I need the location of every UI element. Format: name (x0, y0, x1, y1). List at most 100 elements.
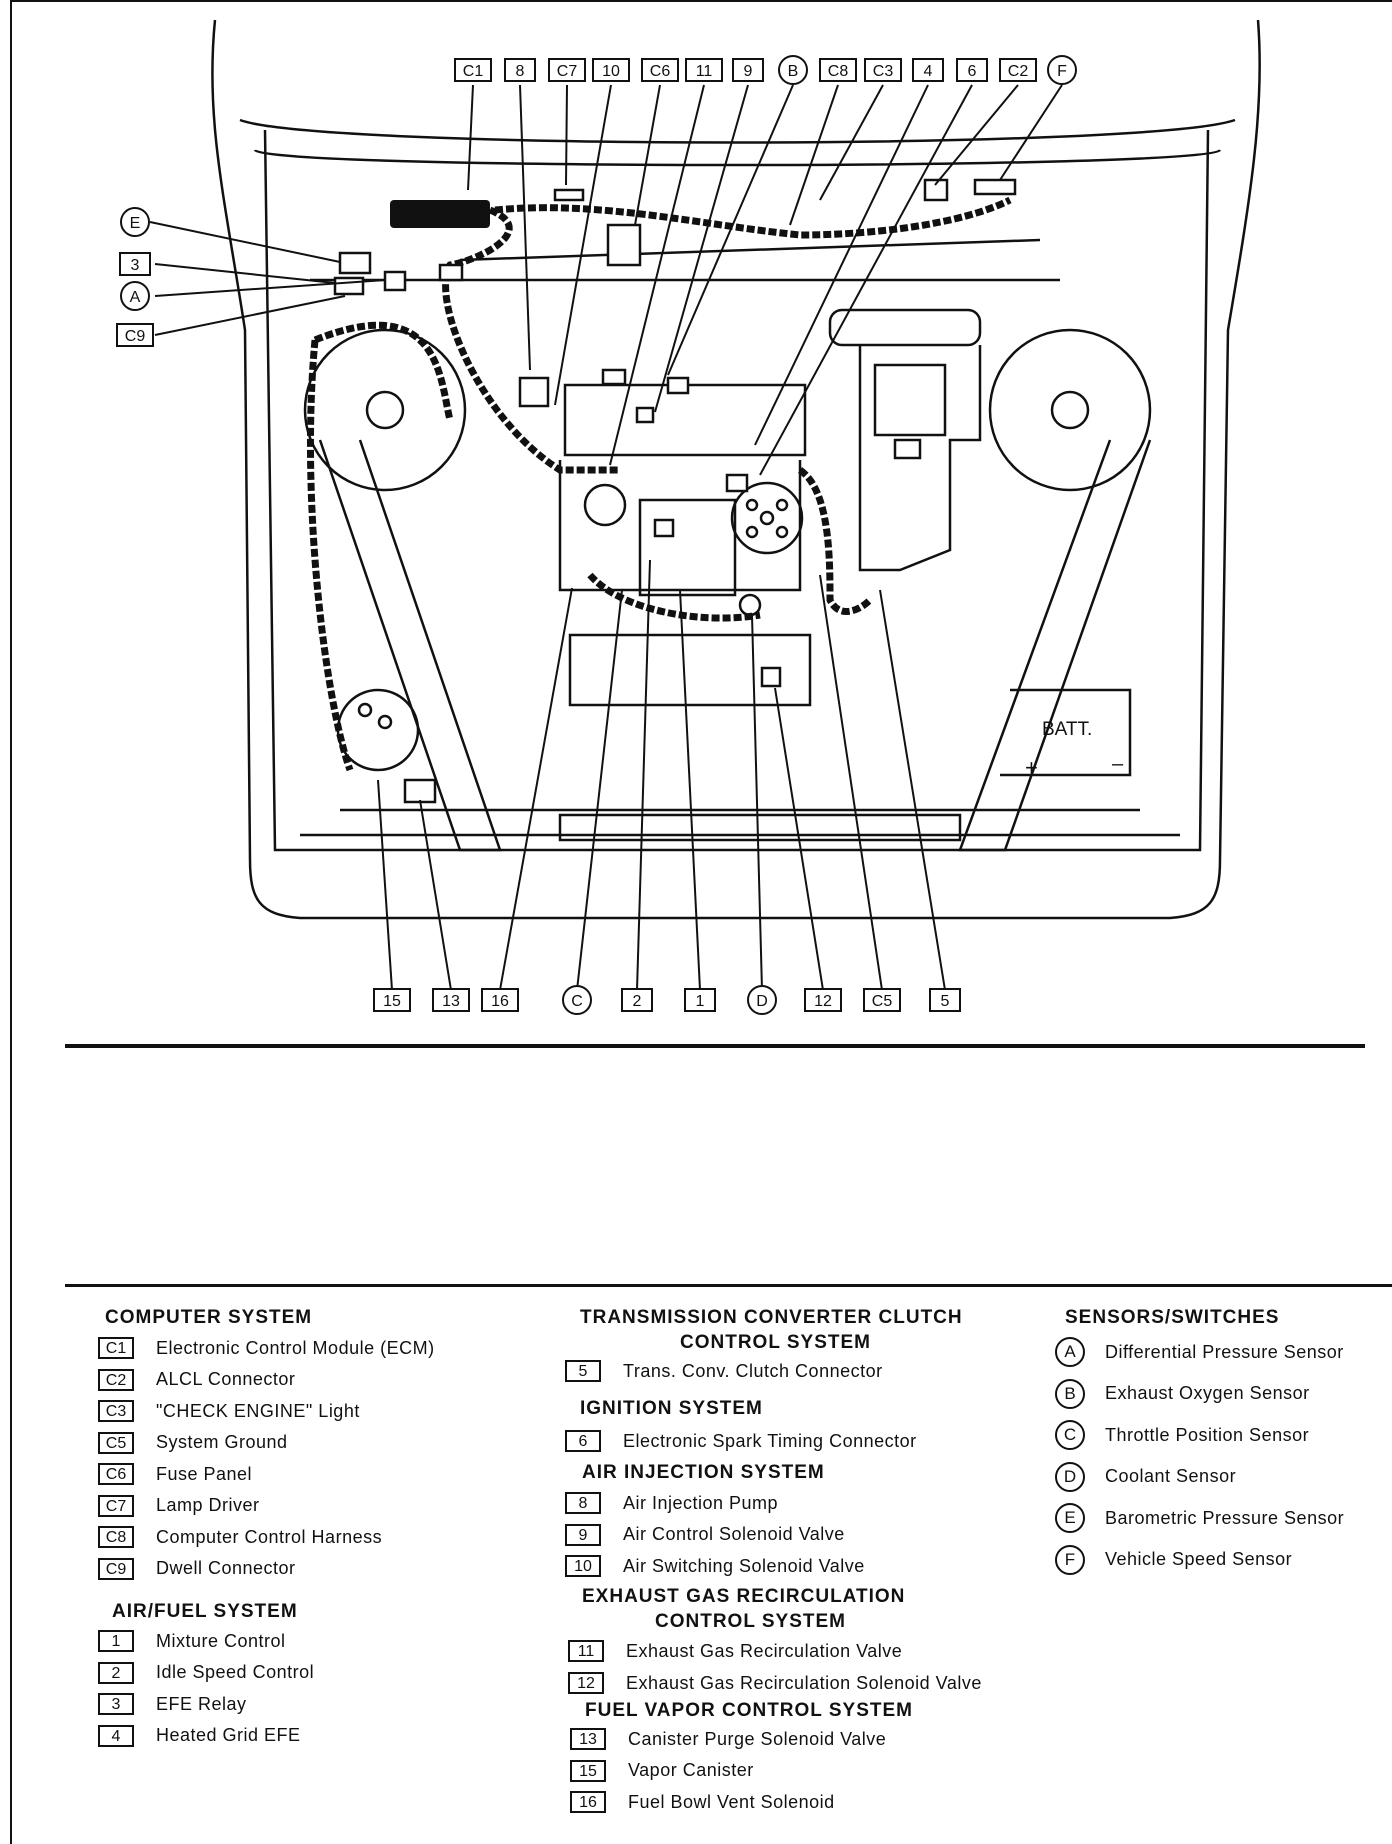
callout-5: 5 (929, 988, 961, 1012)
svg-text:15: 15 (383, 993, 401, 1010)
left-callouts: E 3A C9 (116, 207, 154, 347)
svg-text:C6: C6 (650, 63, 671, 80)
svg-text:11: 11 (696, 63, 713, 80)
legend-section-title: AIR INJECTION SYSTEM (582, 1462, 825, 1483)
callout-2: 2 (621, 988, 653, 1012)
legend-label: "CHECK ENGINE" Light (156, 1400, 360, 1421)
legend-code: 4 (98, 1724, 134, 1747)
legend-code: E (1055, 1503, 1085, 1533)
legend-item: C3 "CHECK ENGINE" Light (98, 1400, 360, 1422)
legend-label: Exhaust Gas Recirculation Solenoid Valve (626, 1672, 982, 1693)
svg-text:C7: C7 (557, 63, 578, 80)
callout-15: 15 (373, 988, 411, 1012)
callout-b: B (778, 55, 808, 85)
svg-text:6: 6 (968, 63, 977, 80)
divider-top (65, 1044, 1365, 1048)
legend-item: C7 Lamp Driver (98, 1494, 260, 1517)
ecm-module (390, 200, 490, 228)
legend-code: 1 (98, 1630, 134, 1652)
svg-text:3: 3 (131, 257, 140, 274)
legend-label: Idle Speed Control (156, 1662, 315, 1682)
legend-label: Throttle Position Sensor (1105, 1424, 1310, 1445)
legend-code: D (1055, 1461, 1085, 1492)
callout-c5: C5 (863, 988, 901, 1012)
legend-item: 12 Exhaust Gas Recirculation Solenoid Val… (568, 1672, 982, 1694)
svg-text:1: 1 (696, 993, 705, 1010)
legend-item: B Exhaust Oxygen Sensor (1055, 1378, 1310, 1409)
legend-code: 5 (565, 1360, 601, 1382)
bottom-callouts: 15 13 16 C 2 1 D 12 C5 5 (373, 985, 961, 1015)
callout-d: D (747, 985, 777, 1015)
callout-13: 13 (432, 988, 470, 1012)
page-top-border (10, 0, 1392, 2)
callout-1: 1 (684, 988, 716, 1012)
legend-section-title: TRANSMISSION CONVERTER CLUTCH (580, 1307, 963, 1328)
legend-section-title: COMPUTER SYSTEM (105, 1307, 313, 1328)
legend-label: Vehicle Speed Sensor (1105, 1549, 1293, 1569)
callout-3: 3 (119, 252, 151, 276)
svg-text:B: B (788, 63, 799, 80)
legend-code: 13 (570, 1728, 606, 1750)
svg-text:C: C (571, 993, 583, 1010)
svg-text:2: 2 (633, 993, 642, 1010)
callout-c6: C6 (641, 58, 679, 82)
legend-code: F (1055, 1544, 1085, 1575)
legend-label: Exhaust Gas Recirculation Valve (626, 1640, 903, 1661)
svg-text:D: D (756, 993, 768, 1010)
legend-section-title: FUEL VAPOR CONTROL SYSTEM (585, 1700, 913, 1721)
battery-minus: – (1112, 753, 1124, 775)
svg-text:4: 4 (924, 63, 933, 80)
callout-c3: C3 (864, 58, 902, 82)
callout-a: A (120, 281, 150, 311)
legend-label: Exhaust Oxygen Sensor (1105, 1383, 1310, 1403)
legend-code: C (1055, 1420, 1085, 1450)
legend-code: 10 (565, 1555, 601, 1577)
legend-code: C7 (98, 1494, 134, 1517)
legend-code: A (1055, 1337, 1085, 1367)
page-left-border (10, 0, 12, 1844)
svg-text:16: 16 (491, 993, 509, 1010)
legend-label: Electronic Spark Timing Connector (623, 1430, 917, 1451)
battery: BATT. + – (1000, 688, 1132, 780)
left-strut-tower (303, 328, 502, 852)
callout-e: E (120, 207, 150, 237)
callout-12: 12 (804, 988, 842, 1012)
engine-compartment-diagram: BATT. + – (116, 19, 1261, 1015)
callout-c8: C8 (819, 58, 857, 82)
battery-label: BATT. (1042, 719, 1092, 740)
legend-label: Lamp Driver (156, 1495, 260, 1515)
legend-code: 15 (570, 1759, 606, 1782)
legend-label: ALCL Connector (156, 1369, 296, 1389)
callout-c9: C9 (116, 323, 154, 347)
svg-text:C5: C5 (872, 993, 893, 1010)
svg-text:C8: C8 (828, 63, 849, 80)
legend-code: 12 (568, 1672, 604, 1694)
svg-text:12: 12 (814, 993, 832, 1010)
legend-label: Electronic Control Module (ECM) (156, 1337, 435, 1358)
svg-text:E: E (130, 215, 141, 232)
legend-label: Fuse Panel (156, 1463, 253, 1484)
legend-code: 3 (98, 1693, 134, 1715)
callout-9: 9 (732, 58, 764, 82)
legend-section-title: EXHAUST GAS RECIRCULATION (582, 1586, 906, 1607)
svg-text:C9: C9 (125, 328, 146, 345)
legend-item: F Vehicle Speed Sensor (1055, 1544, 1293, 1575)
legend-code: 9 (565, 1523, 601, 1546)
legend-code: C9 (98, 1557, 134, 1580)
divider-legend (65, 1284, 1392, 1287)
legend-code: B (1055, 1378, 1085, 1409)
legend-code: 8 (565, 1492, 601, 1514)
legend-code: C3 (98, 1400, 134, 1422)
